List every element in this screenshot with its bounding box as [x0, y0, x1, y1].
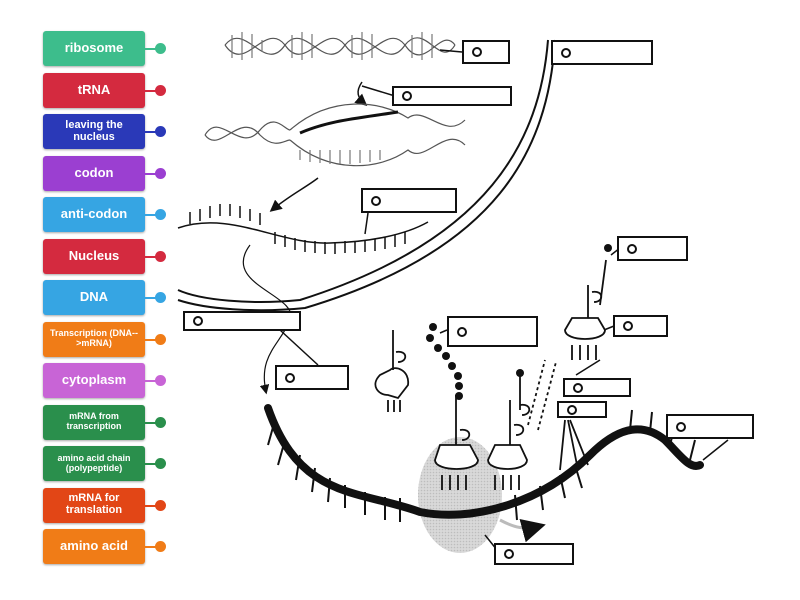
- trna-3: [487, 375, 531, 490]
- label-handle-dot[interactable]: [155, 84, 166, 96]
- leader-lines: [279, 49, 729, 551]
- drop-zone-marker: [573, 382, 583, 393]
- label-handle-dot[interactable]: [155, 126, 166, 137]
- label-tile[interactable]: leaving the nucleus: [43, 114, 145, 149]
- amino-acid-chain: [426, 323, 463, 400]
- amino-acid-bead: [516, 369, 524, 377]
- label-handle-dot[interactable]: [155, 209, 166, 220]
- drop-zone[interactable]: [361, 188, 457, 213]
- label-tile[interactable]: codon: [43, 155, 145, 191]
- drop-zone-marker: [627, 243, 637, 254]
- label-connector: [145, 131, 157, 133]
- drop-zone[interactable]: [551, 40, 653, 65]
- label-connector: [145, 89, 157, 92]
- drop-zone[interactable]: [617, 236, 688, 261]
- label-handle-dot[interactable]: [155, 458, 166, 469]
- label-tile-row: tRNA: [43, 72, 173, 108]
- label-tile-row: amino acid: [43, 529, 173, 564]
- label-tile-row: DNA: [43, 280, 173, 315]
- label-handle-dot[interactable]: [155, 43, 166, 54]
- drop-zone-marker: [457, 326, 467, 337]
- nuclear-envelope: [177, 39, 556, 312]
- label-connector: [145, 255, 157, 258]
- drop-zone-marker: [623, 321, 633, 331]
- label-handle-dot[interactable]: [155, 375, 166, 386]
- label-connector: [145, 504, 157, 507]
- label-tile-row: leaving the nucleus: [43, 114, 173, 149]
- trna-2: [434, 395, 479, 490]
- label-tile[interactable]: mRNA for translation: [43, 487, 145, 523]
- label-tile[interactable]: amino acid chain (polypeptide): [43, 446, 145, 481]
- drop-zone-marker: [371, 195, 381, 206]
- label-connector: [145, 421, 157, 424]
- transcription-bubble: [204, 103, 466, 167]
- trna-molecules: [374, 259, 607, 490]
- label-tile[interactable]: DNA: [43, 280, 145, 315]
- label-handle-dot[interactable]: [155, 499, 166, 511]
- label-tile[interactable]: Nucleus: [43, 238, 145, 274]
- label-handle-dot[interactable]: [155, 250, 166, 262]
- label-handle-dot[interactable]: [155, 292, 166, 303]
- drop-zone[interactable]: [563, 378, 631, 397]
- drop-zone-marker: [472, 47, 482, 57]
- drop-zone[interactable]: [183, 311, 301, 331]
- label-tile-row: amino acid chain (polypeptide): [43, 446, 173, 481]
- label-connector: [145, 546, 157, 548]
- drop-zone[interactable]: [462, 40, 510, 64]
- label-connector: [145, 214, 157, 216]
- label-handle-dot[interactable]: [155, 333, 166, 345]
- label-connector: [145, 338, 157, 341]
- label-tile-row: mRNA from transcription: [43, 404, 173, 440]
- label-tile-row: cytoplasm: [43, 363, 173, 398]
- arrow-dna-to-transcription: [354, 81, 368, 106]
- trna-leaving: [527, 359, 589, 471]
- mrna-strand-nucleus: [177, 204, 429, 254]
- label-tile[interactable]: anti-codon: [43, 197, 145, 232]
- drop-zone-marker: [676, 421, 686, 432]
- label-handle-dot[interactable]: [155, 167, 166, 179]
- dna-helix: [224, 32, 456, 60]
- label-tile-row: codon: [43, 155, 173, 191]
- label-handle-dot[interactable]: [155, 541, 166, 552]
- label-connector: [145, 172, 157, 175]
- drop-zone[interactable]: [275, 365, 349, 390]
- label-tile-row: ribosome: [43, 31, 173, 66]
- trna-4: [564, 259, 607, 360]
- drop-zone-marker: [561, 47, 571, 58]
- label-connector: [145, 297, 157, 299]
- amino-acid-bead: [604, 244, 612, 252]
- label-tile[interactable]: cytoplasm: [43, 363, 145, 398]
- label-connector: [145, 380, 157, 382]
- label-handle-dot[interactable]: [155, 416, 166, 428]
- drop-zone[interactable]: [494, 543, 574, 565]
- drop-zone[interactable]: [666, 414, 754, 439]
- label-tile-row: Nucleus: [43, 238, 173, 274]
- trna-1: [374, 330, 409, 412]
- label-connector: [145, 48, 157, 50]
- label-tile-row: mRNA for translation: [43, 487, 173, 523]
- drop-zone-marker: [402, 91, 412, 101]
- label-tile[interactable]: amino acid: [43, 529, 145, 564]
- drop-zone[interactable]: [392, 86, 512, 106]
- label-tile[interactable]: ribosome: [43, 31, 145, 66]
- drop-zone-marker: [193, 316, 203, 326]
- drop-zone[interactable]: [557, 401, 607, 418]
- label-tile-row: anti-codon: [43, 197, 173, 232]
- drop-zone-marker: [285, 372, 295, 383]
- label-tile[interactable]: tRNA: [43, 72, 145, 108]
- drop-zone-marker: [567, 404, 577, 415]
- label-tile-row: Transcription (DNA-->mRNA): [43, 321, 173, 357]
- arrow-transcription-to-mrna: [269, 177, 319, 212]
- label-connector: [145, 463, 157, 465]
- label-tile[interactable]: Transcription (DNA-->mRNA): [43, 321, 145, 357]
- label-tile[interactable]: mRNA from transcription: [43, 404, 145, 440]
- drop-zone[interactable]: [447, 316, 538, 347]
- drop-zone[interactable]: [613, 315, 668, 337]
- ribosome-direction-arrow: [499, 518, 546, 543]
- drop-zone-marker: [504, 549, 514, 559]
